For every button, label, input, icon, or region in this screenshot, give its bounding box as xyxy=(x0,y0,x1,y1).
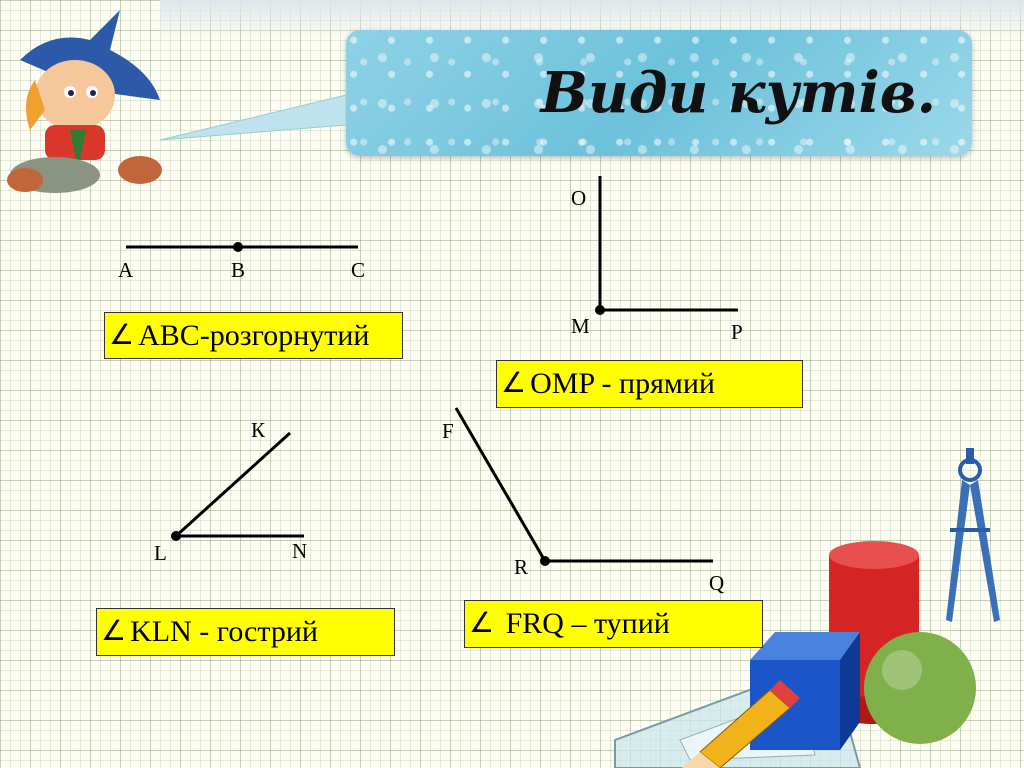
compass-icon xyxy=(946,448,1000,622)
point-b: B xyxy=(231,258,246,282)
point-l: L xyxy=(154,541,167,565)
speech-tail xyxy=(159,94,347,141)
label-omp-text: OMP - прямий xyxy=(530,367,715,400)
point-k: К xyxy=(251,418,266,442)
label-frq-text: FRQ – тупий xyxy=(498,607,670,640)
point-o: O xyxy=(571,186,587,210)
point-q: Q xyxy=(709,571,725,595)
label-kln-text: KLN - гострий xyxy=(130,615,318,648)
point-a: A xyxy=(118,258,134,282)
ray-lk xyxy=(174,431,292,538)
point-p: P xyxy=(731,320,743,344)
title-banner xyxy=(346,30,972,156)
vertex-r xyxy=(540,556,550,566)
vertex-b xyxy=(233,242,243,252)
label-abc: ∠ ABC-розгорнутий xyxy=(104,312,403,359)
angle-symbol-icon: ∠ xyxy=(469,608,495,639)
vertex-l xyxy=(171,531,181,541)
point-c: C xyxy=(351,258,366,282)
ray-rf xyxy=(454,407,547,562)
point-n: N xyxy=(292,539,308,563)
sphere-shape xyxy=(864,632,976,744)
angle-symbol-icon: ∠ xyxy=(101,616,127,647)
point-m: M xyxy=(571,314,590,338)
vertex-m xyxy=(595,305,605,315)
cube-shape xyxy=(750,632,860,750)
label-omp: ∠ OMP - прямий xyxy=(496,360,803,408)
angle-symbol-icon: ∠ xyxy=(109,319,135,351)
label-frq: ∠ FRQ – тупий xyxy=(464,600,763,648)
label-abc-text: ABC-розгорнутий xyxy=(138,318,370,352)
wizard-boy xyxy=(7,10,162,193)
point-r: R xyxy=(514,555,529,579)
angle-symbol-icon: ∠ xyxy=(501,368,527,399)
pencil-icon xyxy=(682,680,800,768)
page-title: Види кутів. xyxy=(540,60,936,126)
label-kln: ∠ KLN - гострий xyxy=(96,608,395,656)
point-f: F xyxy=(442,419,454,443)
